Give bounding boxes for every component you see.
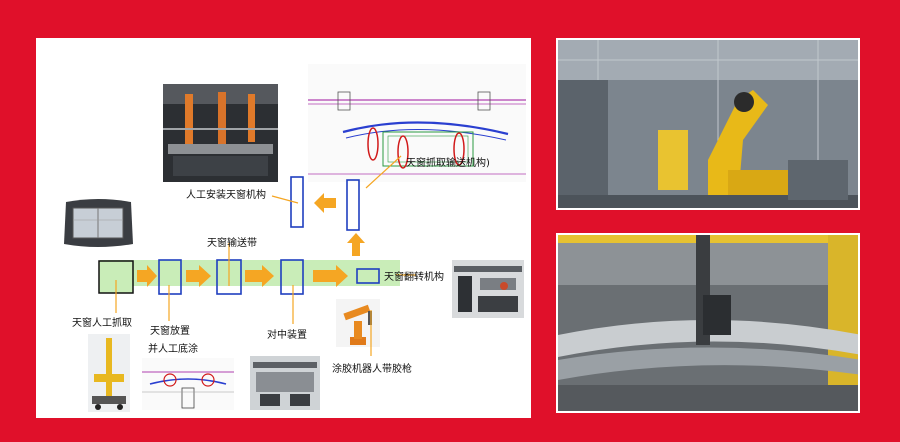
primer-drawing [142, 358, 234, 410]
grab-convey-drawing [308, 64, 526, 182]
flip-label: 天窗翻转机构 [384, 272, 444, 283]
conveyor-label: 天窗输送带 [207, 238, 257, 249]
orange-robot-icon [336, 299, 380, 347]
manual-install-box [290, 176, 304, 228]
placement-label: 天窗放置 [150, 326, 190, 337]
robot-glue-label: 涂胶机器人带胶枪 [332, 364, 412, 375]
process-diagram-panel: 天窗人工抓取 天窗放置 并人工底涂 天窗输送带 对中装置 涂胶机器人带胶枪 天窗… [36, 38, 531, 418]
flow-arrows [137, 193, 365, 287]
glue-robot-photo [556, 233, 860, 413]
flip-box [356, 268, 380, 284]
manual-primer-label: 并人工底涂 [148, 344, 198, 355]
placement-box [158, 259, 182, 295]
manual-grab-label: 天窗人工抓取 [72, 318, 132, 329]
centering-box [280, 259, 304, 295]
robot-arm-photo [556, 38, 860, 210]
manual-lift-photo [88, 334, 130, 412]
flow-diagram [98, 155, 416, 356]
centering-label: 对中装置 [267, 330, 307, 341]
grab-convey-label: 天窗抓取输送机构) [406, 158, 490, 169]
sunroof-glass-photo [61, 196, 136, 251]
flip-mechanism-photo [452, 260, 524, 318]
grab-convey-box [346, 179, 360, 231]
install-mechanism-photo [163, 84, 278, 182]
centering-device-photo [250, 356, 320, 410]
manual-install-label: 人工安装天窗机构 [186, 190, 266, 201]
